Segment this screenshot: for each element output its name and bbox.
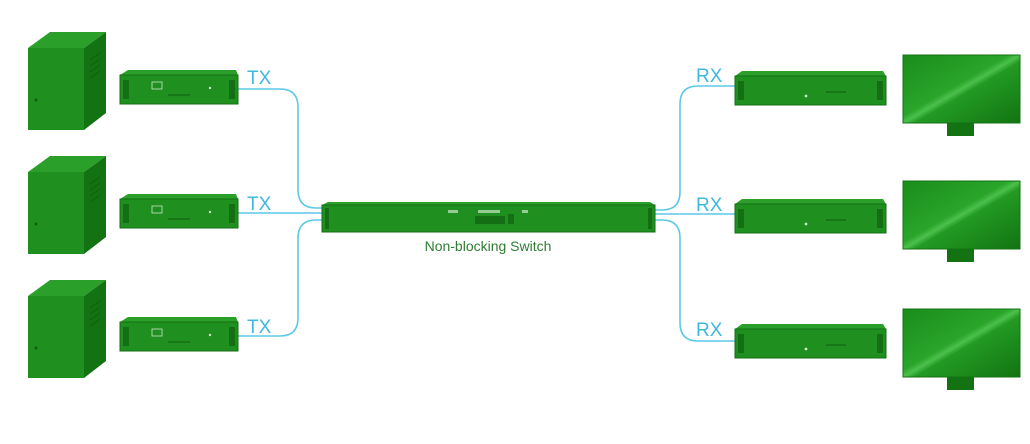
rx-label: RX	[696, 66, 723, 87]
switch-caption: Non-blocking Switch	[425, 238, 552, 254]
computer-tower-icon	[28, 280, 106, 378]
tx-box-icon	[119, 317, 239, 352]
tx-label: TX	[247, 317, 272, 338]
transmitters	[119, 70, 239, 352]
sources	[28, 32, 106, 378]
link-tx-1	[238, 88, 322, 209]
displays	[902, 54, 1021, 390]
link-rx-3	[655, 219, 735, 342]
link-labels: TX TX TX RX RX RX	[247, 66, 723, 341]
links	[238, 85, 735, 342]
link-rx-1	[655, 85, 735, 211]
switch-chassis-icon	[321, 202, 656, 233]
rx-box-icon	[734, 71, 887, 106]
monitor-icon	[902, 180, 1021, 262]
tx-box-icon	[119, 70, 239, 105]
monitor-icon	[902, 54, 1021, 136]
link-tx-3	[238, 219, 322, 337]
rx-box-icon	[734, 199, 887, 234]
computer-tower-icon	[28, 156, 106, 254]
monitor-icon	[902, 308, 1021, 390]
rx-label: RX	[696, 320, 723, 341]
receivers	[734, 71, 887, 359]
computer-tower-icon	[28, 32, 106, 130]
tx-box-icon	[119, 194, 239, 229]
tx-label: TX	[247, 194, 272, 215]
rx-box-icon	[734, 324, 887, 359]
tx-label: TX	[247, 68, 272, 89]
rx-label: RX	[696, 195, 723, 216]
